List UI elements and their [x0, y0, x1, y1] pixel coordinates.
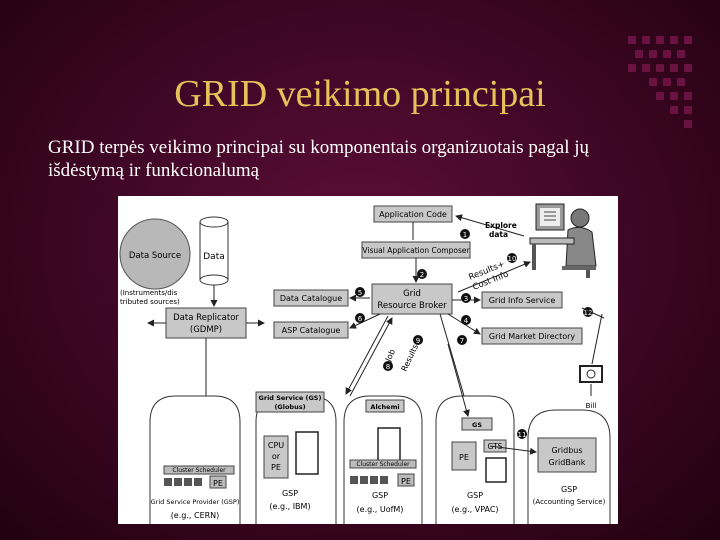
step-2: 2	[420, 271, 424, 279]
gsp-label-2: GSP	[372, 491, 388, 500]
data-label: Data	[203, 252, 225, 262]
step-badges: 1 2 3 4 5 6 7 8 9 10 11 12	[355, 229, 593, 439]
cpu-label-1: CPU	[268, 441, 284, 450]
step-8: 8	[386, 363, 390, 371]
instruments-label-1: (Instruments/dis	[120, 289, 178, 297]
data-source-label: Data Source	[129, 251, 181, 261]
pe-label-2: PE	[401, 477, 411, 486]
visual-composer-node: Visual Application Composer	[361, 241, 471, 259]
cpu-label-2: or	[272, 452, 281, 461]
user-computer-icon	[529, 203, 597, 278]
domain-uofm: Alchemi Cluster Scheduler PE GSP (e.g., …	[343, 395, 423, 524]
domain-cern: Cluster Scheduler PE Grid Service Provid…	[149, 395, 241, 524]
e-ibm-label: (e.g., IBM)	[269, 502, 310, 511]
gsp-label-3: GSP	[467, 491, 483, 500]
grid-broker-label-2: Resource Broker	[377, 301, 447, 311]
cluster-scheduler-2: Cluster Scheduler	[356, 461, 410, 468]
job-label: Job	[383, 348, 397, 364]
application-code-label: Application Code	[379, 210, 447, 219]
domain-vpac: GS PE GTS GSP (e.g., VPAC)	[435, 395, 515, 524]
step-3: 3	[464, 295, 468, 303]
domain-ibm: Grid Service (GS) (Globus) CPU or PE GSP…	[255, 391, 337, 524]
instruments-label-2: tributed sources)	[120, 298, 180, 306]
gsp-label-1: GSP	[282, 489, 298, 498]
gridbus-label-2: GridBank	[549, 458, 586, 467]
domain-accounting: Gridbus GridBank GSP (Accounting Service…	[527, 409, 611, 524]
bill-label: Bill	[586, 402, 597, 410]
data-replicator-node: Data Replicator (GDMP)	[165, 307, 247, 339]
asp-catalogue-node: ASP Catalogue	[273, 321, 349, 339]
step-5: 5	[358, 289, 362, 297]
step-7: 7	[460, 337, 464, 345]
data-replicator-label-1: Data Replicator	[173, 313, 239, 323]
data-catalogue-node: Data Catalogue	[273, 289, 349, 307]
data-source-node: Data Source	[119, 218, 191, 290]
grid-info-service-node: Grid Info Service	[481, 291, 563, 309]
step-10: 10	[508, 255, 517, 263]
e-vpac-label: (e.g., VPAC)	[451, 505, 498, 514]
bill-icon: Bill	[579, 365, 603, 410]
cpu-label-3: PE	[271, 463, 281, 472]
data-catalogue-label: Data Catalogue	[280, 294, 342, 303]
application-code-node: Application Code	[373, 205, 453, 223]
step-12: 12	[584, 309, 593, 317]
grid-resource-broker-node: Grid Resource Broker	[371, 283, 453, 315]
pe-label-3: PE	[459, 453, 469, 462]
slide-subtitle: GRID terpės veikimo principai su kompone…	[48, 137, 590, 181]
step-6: 6	[358, 315, 363, 323]
gridbus-label-1: Gridbus	[551, 446, 582, 455]
e-cern-label: (e.g., CERN)	[171, 511, 220, 520]
data-storage-node: Data	[199, 216, 229, 286]
step-9: 9	[416, 337, 420, 345]
grid-service-label-2: (Globus)	[274, 403, 305, 411]
pe-label-1: PE	[213, 479, 223, 488]
grid-info-label: Grid Info Service	[489, 296, 556, 305]
step-11: 11	[518, 431, 527, 439]
data-replicator-label-2: (GDMP)	[190, 325, 222, 335]
accounting-label: (Accounting Service)	[533, 498, 606, 506]
grid-broker-label-1: Grid	[403, 289, 421, 299]
results-label: Results	[400, 343, 420, 373]
step-1: 1	[463, 231, 467, 239]
gsp-provider-label: Grid Service Provider (GSP)	[151, 498, 240, 506]
grid-market-directory-node: Grid Market Directory	[481, 327, 583, 345]
cluster-scheduler-1: Cluster Scheduler	[172, 467, 226, 474]
alchemi-label: Alchemi	[370, 403, 399, 411]
explore-data-label-2: data	[489, 230, 508, 239]
e-uofm-label: (e.g., UofM)	[357, 505, 404, 514]
slide-title: GRID veikimo principai	[174, 73, 546, 115]
explore-data-label-1: Explore	[485, 221, 517, 230]
grid-market-label: Grid Market Directory	[489, 332, 576, 341]
gs-label: GS	[472, 421, 482, 429]
visual-composer-label: Visual Application Composer	[362, 246, 470, 255]
grid-service-label-1: Grid Service (GS)	[259, 394, 322, 402]
step-4: 4	[464, 317, 469, 325]
grid-architecture-diagram: Data Source (Instruments/dis tributed so…	[118, 196, 618, 524]
asp-catalogue-label: ASP Catalogue	[282, 326, 341, 335]
gsp-label-4: GSP	[561, 485, 577, 494]
